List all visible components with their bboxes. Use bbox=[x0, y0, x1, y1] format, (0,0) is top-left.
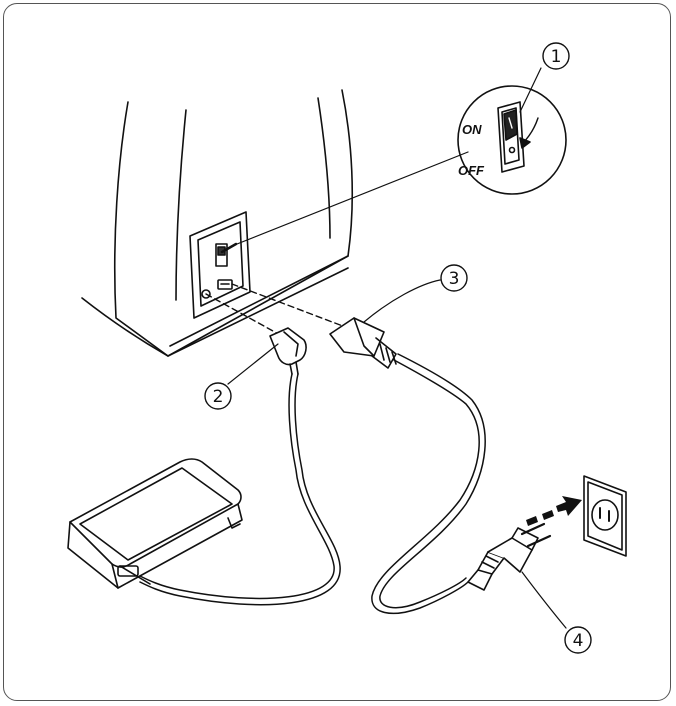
machine-plug bbox=[232, 284, 396, 368]
callout-1-number: 1 bbox=[551, 47, 562, 67]
insert-arrow bbox=[526, 496, 582, 526]
callout-2: 2 bbox=[205, 344, 278, 409]
callout-4-number: 4 bbox=[573, 631, 584, 651]
wall-outlet bbox=[584, 476, 626, 556]
sewing-machine bbox=[82, 90, 352, 356]
power-supply-plug bbox=[468, 524, 550, 590]
callout-4: 4 bbox=[522, 572, 591, 653]
foot-control bbox=[68, 459, 242, 588]
callout-3-number: 3 bbox=[449, 269, 460, 289]
switch-on-label: ON bbox=[462, 122, 482, 137]
callout-3: 3 bbox=[364, 265, 467, 322]
callout-2-number: 2 bbox=[213, 387, 224, 407]
power-cord bbox=[372, 354, 485, 613]
callout-1: 1 bbox=[520, 43, 569, 112]
switch-off-label: OFF bbox=[458, 163, 485, 178]
power-switch: ON OFF bbox=[458, 86, 566, 194]
